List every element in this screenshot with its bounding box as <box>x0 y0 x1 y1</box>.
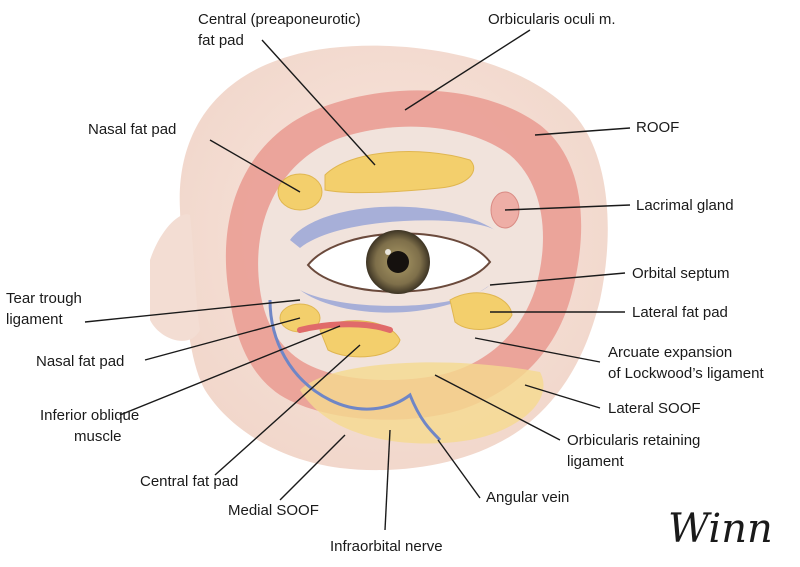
label-nasal-fat-pad-upper: Nasal fat pad <box>88 121 176 138</box>
label-nasal-fat-pad-lower: Nasal fat pad <box>36 353 124 370</box>
label-orbicularis-retaining-line1: Orbicularis retaining <box>567 432 700 449</box>
leader-angular-vein <box>437 439 481 499</box>
labels: Central (preaponeurotic) fat pad Orbicul… <box>6 11 764 555</box>
leader-roof <box>534 127 631 136</box>
leader-lacrimal-gland <box>504 204 631 211</box>
leader-nasal-fat-pad-upper <box>209 139 301 193</box>
leader-lateral-soof <box>524 384 601 409</box>
label-tear-trough-line1: Tear trough <box>6 290 82 307</box>
leader-orbital-septum <box>489 272 626 286</box>
leader-inferior-oblique <box>119 325 341 416</box>
leader-central-fat-pad <box>214 344 361 476</box>
leader-medial-soof <box>279 434 346 501</box>
eye <box>306 230 492 294</box>
label-roof: ROOF <box>636 119 679 136</box>
label-tear-trough-line2: ligament <box>6 311 64 328</box>
leader-arcuate-expansion <box>474 337 601 363</box>
label-medial-soof: Medial SOOF <box>228 502 319 519</box>
label-arcuate-line2: of Lockwood’s ligament <box>608 365 764 382</box>
label-inferior-oblique-line2: muscle <box>74 428 122 445</box>
label-arcuate-line1: Arcuate expansion <box>608 344 732 361</box>
inferior-oblique-muscle-shape <box>297 321 393 333</box>
label-central-preaponeurotic-line2: fat pad <box>198 32 244 49</box>
leader-lines <box>84 29 631 531</box>
label-lateral-fat-pad: Lateral fat pad <box>632 304 728 321</box>
label-orbicularis-oculi: Orbicularis oculi m. <box>488 11 616 28</box>
leader-nasal-fat-pad-lower <box>144 317 301 361</box>
lateral-fat-pad-shape <box>449 292 513 330</box>
orbital-septum-shape <box>290 206 495 248</box>
pupil <box>387 251 409 273</box>
label-orbicularis-retaining-line2: ligament <box>567 453 625 470</box>
lower-septum-band <box>300 285 490 313</box>
leader-orbicularis-retaining <box>434 374 561 441</box>
soof-shape <box>300 362 544 444</box>
leader-infraorbital-nerve <box>384 429 391 531</box>
label-angular-vein: Angular vein <box>486 489 569 506</box>
angular-vein-shape <box>268 299 442 442</box>
leader-central-preaponeurotic <box>261 39 376 166</box>
label-lacrimal-gland: Lacrimal gland <box>636 197 734 214</box>
label-inferior-oblique-line1: Inferior oblique <box>40 407 139 424</box>
label-central-preaponeurotic-line1: Central (preaponeurotic) <box>198 11 361 28</box>
leader-orbicularis-oculi <box>404 29 531 111</box>
label-orbital-septum: Orbital septum <box>632 265 730 282</box>
label-lateral-soof: Lateral SOOF <box>608 400 701 417</box>
artist-signature: Winn <box>668 506 773 552</box>
label-infraorbital-nerve: Infraorbital nerve <box>330 538 443 555</box>
central-fat-pad-upper-shape <box>324 151 475 194</box>
leader-tear-trough <box>84 299 301 323</box>
label-central-fat-pad: Central fat pad <box>140 473 238 490</box>
